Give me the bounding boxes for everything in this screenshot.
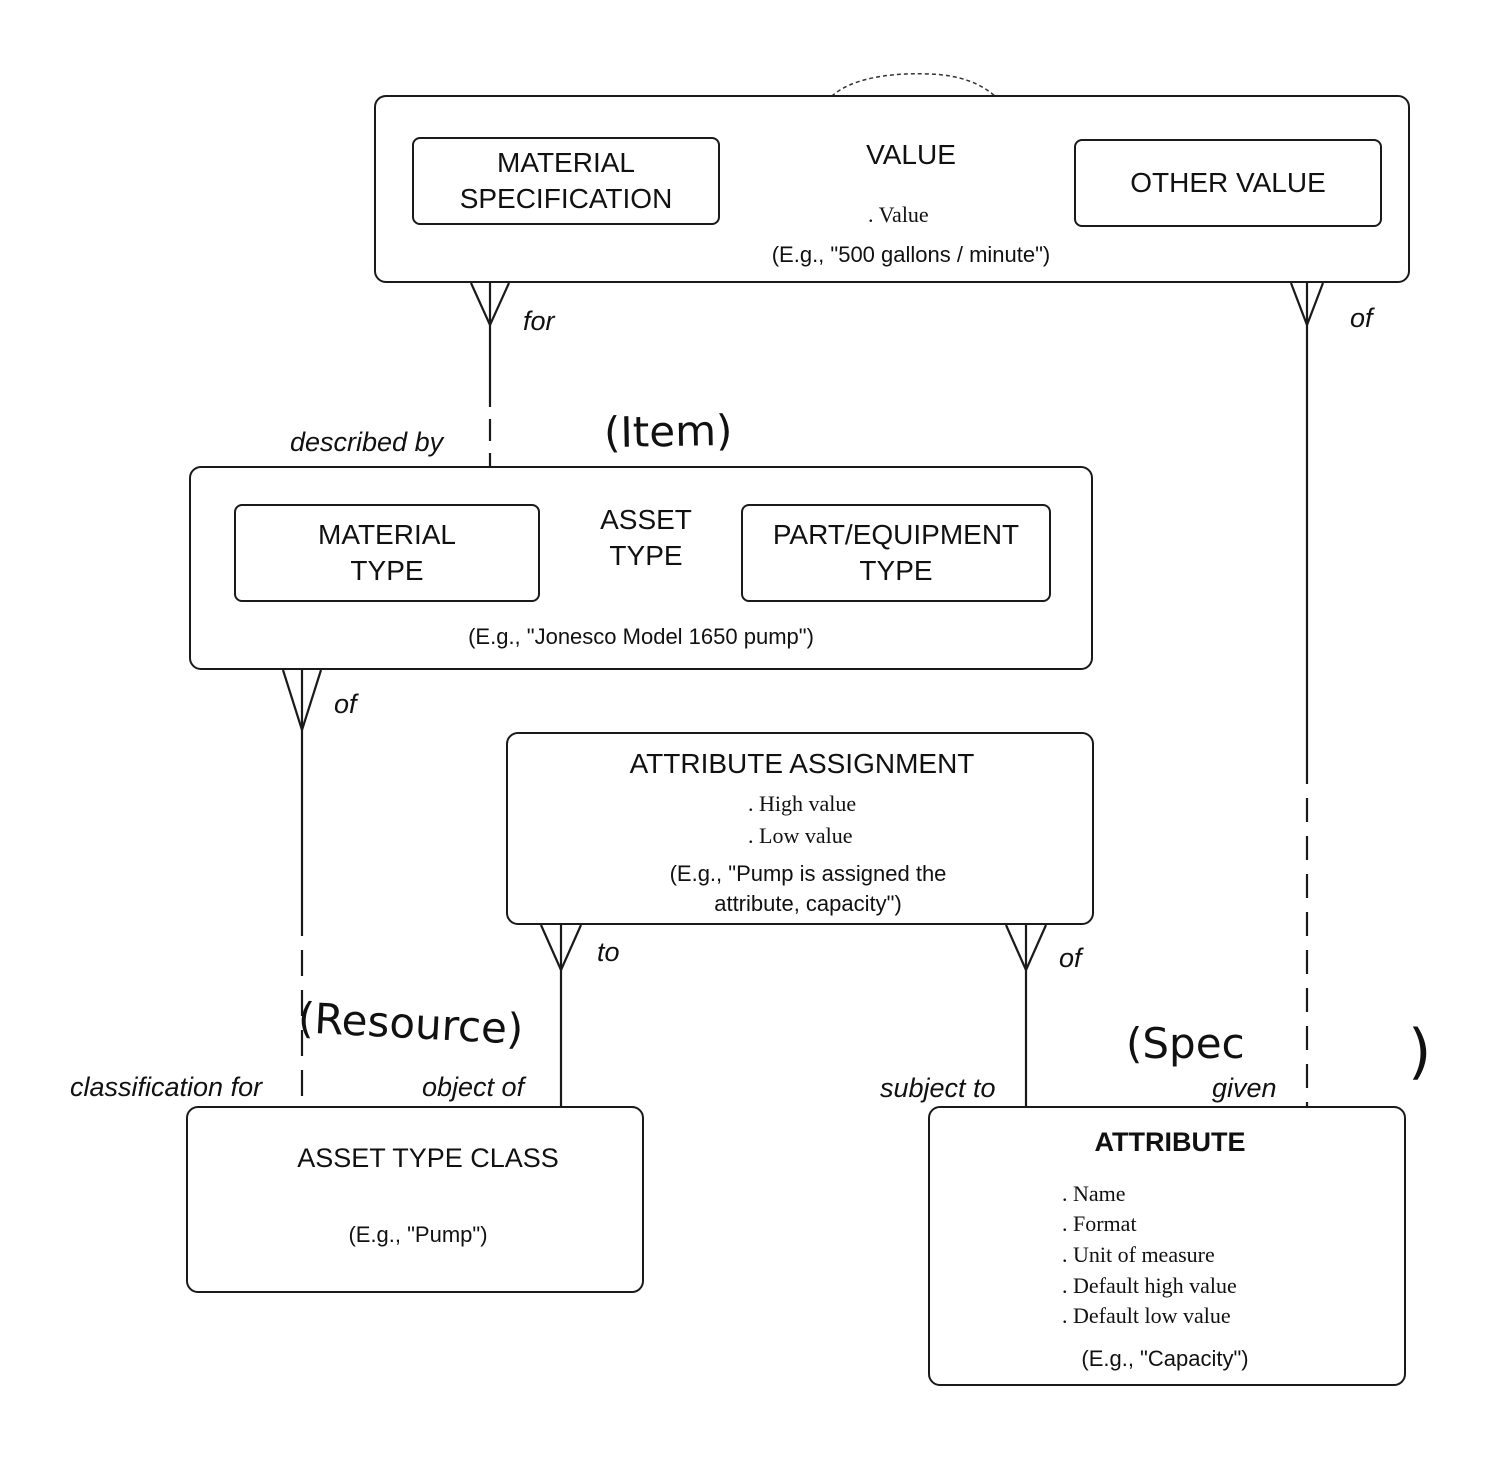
value-attribute: . Value [868, 202, 929, 227]
value-entity-box: MATERIAL SPECIFICATION VALUE . Value (E.… [374, 95, 1410, 283]
part-equipment-type-line1: PART/EQUIPMENT [772, 519, 1020, 550]
attribute-example: (E.g., "Capacity") [1081, 1346, 1249, 1371]
label-of-attribute: of [1059, 943, 1082, 973]
label-classification-for: classification for [70, 1072, 263, 1102]
label-subject-to: subject to [880, 1073, 996, 1103]
label-of-value: of [1350, 303, 1373, 333]
asset-type-class-entity-box: ASSET TYPE CLASS (E.g., "Pump") [186, 1106, 644, 1293]
asset-type-class-example: (E.g., "Pump") [348, 1222, 488, 1247]
asset-type-example: (E.g., "Jonesco Model 1650 pump") [468, 624, 814, 649]
attribute-attr-unit: . Unit of measure [1062, 1242, 1215, 1267]
attribute-attr-format: . Format [1062, 1211, 1137, 1236]
other-value-label: OTHER VALUE [1130, 167, 1326, 198]
attribute-assignment-example-line2: attribute, capacity") [714, 891, 902, 916]
value-example: (E.g., "500 gallons / minute") [771, 242, 1051, 267]
label-described-by: described by [290, 427, 444, 457]
handwritten-item: (Item) [603, 405, 733, 458]
asset-type-title: ASSET TYPE [561, 502, 731, 574]
attribute-assignment-title: ATTRIBUTE ASSIGNMENT [629, 748, 975, 779]
line-value-attribute [1289, 282, 1325, 1106]
attribute-attr-name: . Name [1062, 1181, 1126, 1206]
asset-type-title-line1: ASSET [600, 504, 692, 535]
material-type-line2: TYPE [350, 555, 424, 586]
other-value-subtype: OTHER VALUE [1074, 139, 1382, 227]
material-type-line1: MATERIAL [318, 519, 456, 550]
attribute-title: ATTRIBUTE [1094, 1127, 1246, 1157]
line-value-asset-type [469, 282, 511, 466]
asset-type-title-line2: TYPE [609, 540, 683, 571]
part-equipment-type-line2: TYPE [859, 555, 933, 586]
value-title: VALUE [866, 139, 956, 170]
material-specification-label: MATERIAL SPECIFICATION [459, 147, 673, 214]
attribute-assignment-attr-low: . Low value [748, 823, 853, 848]
attribute-entity-box: ATTRIBUTE . Name . Format . Unit of meas… [928, 1106, 1406, 1386]
asset-type-entity-box: MATERIAL TYPE ASSET TYPE PART/EQUIPMENT … [189, 466, 1093, 670]
handwritten-spec-open: (Spec [1126, 1019, 1245, 1068]
material-type-subtype: MATERIAL TYPE [234, 504, 540, 602]
asset-type-class-title: ASSET TYPE CLASS [297, 1143, 559, 1173]
label-to: to [597, 937, 620, 967]
line-assignment-attribute [1004, 924, 1048, 1106]
attribute-assignment-example-line1: (E.g., "Pump is assigned the [669, 861, 947, 886]
label-for: for [523, 306, 555, 336]
label-object-of: object of [422, 1072, 525, 1102]
attribute-attr-default-low: . Default low value [1062, 1303, 1231, 1328]
label-given: given [1212, 1073, 1277, 1103]
attribute-assignment-attr-high: . High value [748, 791, 857, 816]
line-assignment-class [539, 924, 583, 1106]
handwritten-spec-close: ) [1408, 1017, 1432, 1087]
material-specification-subtype: MATERIAL SPECIFICATION [412, 137, 720, 225]
attribute-assignment-entity-box: ATTRIBUTE ASSIGNMENT . High value . Low … [506, 732, 1094, 925]
label-of-asset-type: of [334, 689, 357, 719]
part-equipment-type-subtype: PART/EQUIPMENT TYPE [741, 504, 1051, 602]
attribute-attr-default-high: . Default high value [1062, 1273, 1237, 1298]
line-asset-type-class [281, 669, 323, 1106]
